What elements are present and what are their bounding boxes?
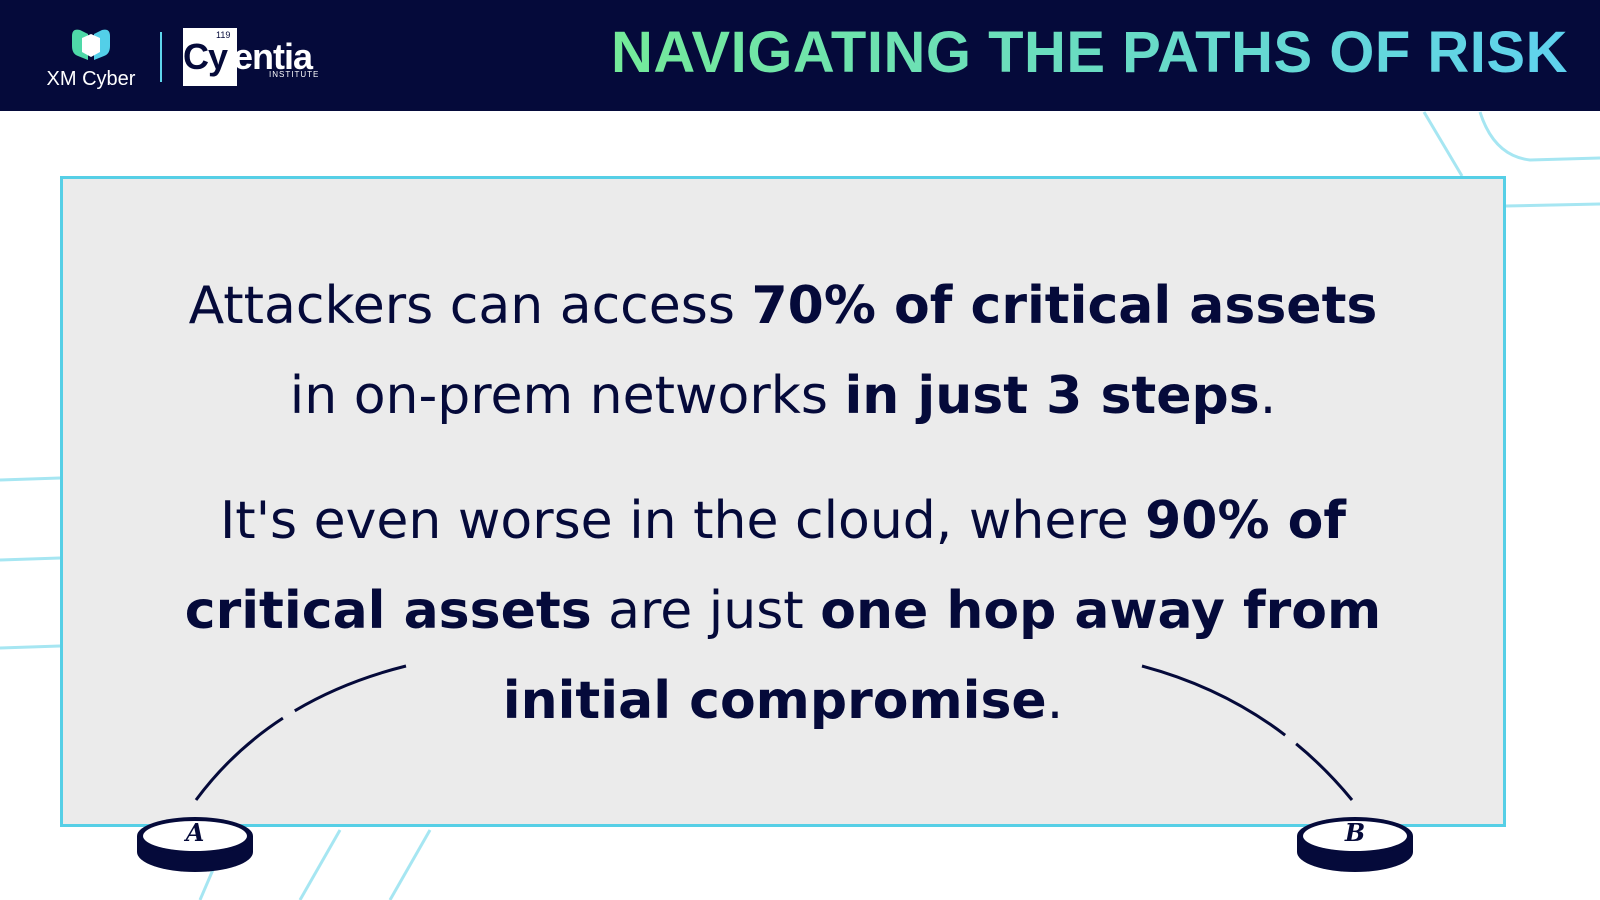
xm-cyber-logo: XM Cyber	[36, 26, 146, 90]
node-b: B	[1296, 816, 1414, 874]
node-b-icon	[1297, 817, 1413, 872]
cloud-highlight-hop: one hop away from	[820, 581, 1382, 641]
cloud-text-1: It's even worse in the cloud, where	[219, 491, 1146, 551]
onprem-highlight-steps: in just 3 steps	[844, 366, 1260, 426]
cyentia-logo-subtitle: INSTITUTE	[269, 70, 320, 79]
node-a: A	[136, 816, 254, 874]
xm-cyber-logo-icon	[72, 29, 110, 60]
onprem-text-2: in on-prem networks	[289, 366, 845, 426]
onprem-text-1: Attackers can access	[188, 276, 752, 336]
statement-paragraph-cloud: It's even worse in the cloud, where 90% …	[63, 476, 1503, 746]
cloud-highlight-compromise: initial compromise	[502, 671, 1047, 731]
node-a-icon	[137, 817, 253, 872]
cyentia-logo-wordmark: entia	[233, 36, 313, 77]
node-a-label: A	[185, 818, 205, 847]
cloud-highlight-assets: critical assets	[184, 581, 592, 641]
page-title: NAVIGATING THE PATHS OF RISK	[611, 18, 1568, 88]
onprem-period: .	[1259, 366, 1277, 426]
onprem-highlight-percent: 70% of critical assets	[751, 276, 1378, 336]
cyentia-logo: 119 Cy entia INSTITUTE	[183, 28, 323, 88]
xm-cyber-logo-text: XM Cyber	[46, 68, 136, 90]
cyentia-logo-number: 119	[216, 30, 231, 40]
header-bar: XM Cyber 119 Cy entia INSTITUTE NAVIGATI…	[0, 0, 1600, 111]
statement-card: Attackers can access 70% of critical ass…	[60, 176, 1506, 827]
cloud-text-2: are just	[591, 581, 821, 641]
logo-divider	[160, 32, 162, 82]
statement-paragraph-onprem: Attackers can access 70% of critical ass…	[63, 261, 1503, 441]
cyentia-logo-icon	[183, 28, 237, 86]
cloud-highlight-percent: 90% of	[1145, 491, 1347, 551]
node-b-label: B	[1344, 818, 1366, 847]
cyentia-logo-letters: Cy	[183, 36, 228, 77]
cloud-period: .	[1046, 671, 1064, 731]
